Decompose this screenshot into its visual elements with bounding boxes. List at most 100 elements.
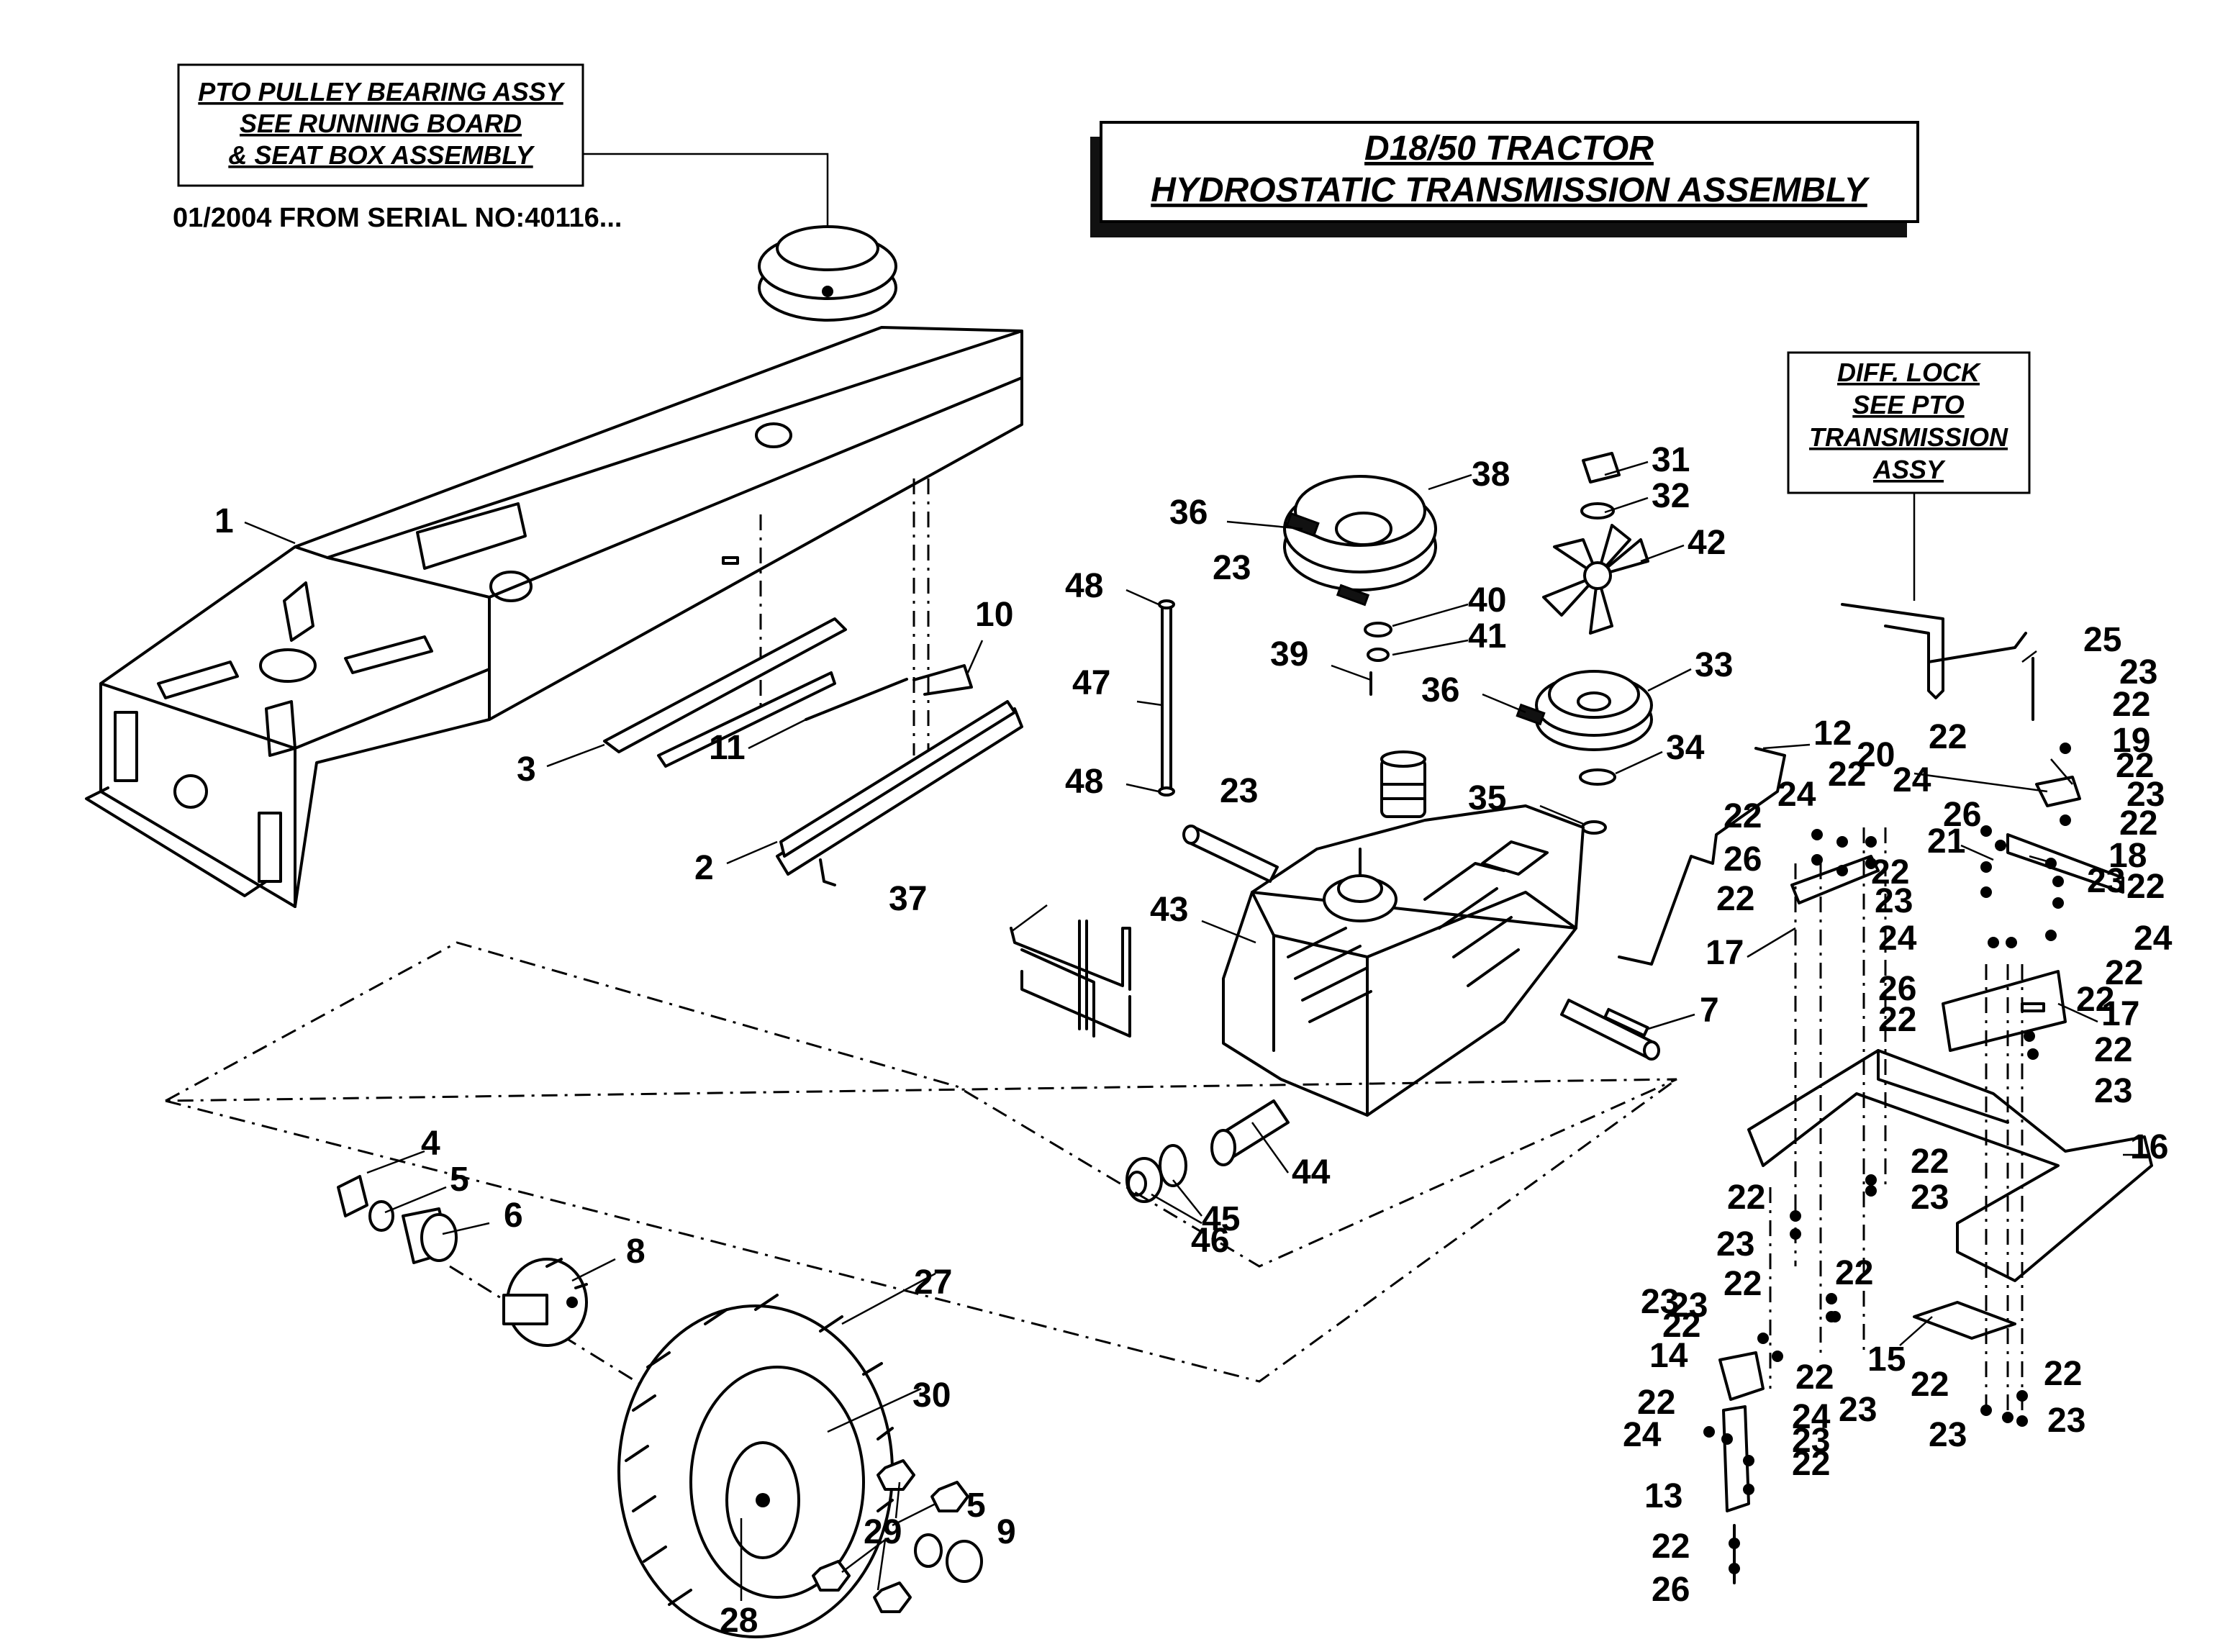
label-13: 13 [1644,1477,1682,1515]
label-17-right: 17 [2101,995,2139,1033]
label-22: 22 [1662,1307,1700,1345]
label-46: 46 [1191,1222,1229,1260]
label-42: 42 [1688,524,1726,562]
label-22: 22 [1929,718,1967,756]
label-4: 4 [421,1125,440,1163]
label-40: 40 [1468,581,1506,620]
label-33: 33 [1695,646,1733,684]
guard-16 [1747,1049,2153,1282]
label-19: 19 [2112,722,2150,760]
label-23: 23 [2094,1072,2132,1110]
label-6: 6 [504,1197,523,1235]
label-22: 22 [1835,1254,1873,1292]
label-24: 24 [1878,920,1917,958]
diff-lock-lever [1841,603,2034,721]
pto-note-leader [583,153,829,229]
washers-39-40-41 [1364,622,1392,696]
label-47: 47 [1072,664,1110,702]
label-23: 23 [1716,1225,1754,1263]
tire-and-rim [617,1294,894,1638]
plate-15 [1913,1301,2016,1340]
label-23: 23 [1911,1179,1949,1217]
label-34: 34 [1666,729,1705,767]
label-24: 24 [1623,1416,1662,1454]
label-22: 22 [1911,1143,1949,1181]
label-22: 22 [1716,880,1754,918]
label-leaders [244,460,2148,1601]
label-35: 35 [1468,779,1506,817]
label-48-lower: 48 [1065,763,1103,801]
label-22: 22 [1871,853,1909,891]
label-26: 26 [1723,840,1762,879]
label-22: 22 [2116,747,2154,785]
label-24: 24 [1792,1398,1831,1436]
label-22: 22 [2076,981,2114,1019]
transmission-unit [1182,750,1660,1117]
alignment-lines [1769,827,2024,1410]
label-23: 23 [2047,1402,2085,1440]
chassis-frame [85,225,1023,908]
pto-note-line2: SEE RUNNING BOARD [240,109,522,138]
brackets-17-18-19-20 [1790,776,2124,1052]
label-22: 22 [1723,1265,1762,1303]
label-8: 8 [626,1233,646,1271]
title-line2: HYDROSTATIC TRANSMISSION ASSEMBLY [1151,171,1870,209]
fan-and-nut [1542,452,1649,635]
pto-note-box: PTO PULLEY BEARING ASSY SEE RUNNING BOAR… [177,63,584,187]
label-26: 26 [1878,970,1916,1008]
brackets-13-14 [1718,1351,1765,1584]
label-36-lower: 36 [1421,671,1459,709]
wheel-assembly-boundary-lower [165,1078,1677,1383]
label-23: 23 [2126,776,2165,814]
frame-rails [603,617,1023,886]
label-18: 18 [2108,837,2147,875]
label-22: 22 [1828,755,1866,794]
label-23: 23 [1213,549,1251,587]
label-2: 2 [694,849,714,887]
pto-note-line1: PTO PULLEY BEARING ASSY [198,77,565,106]
diff-note-line4: ASSY [1872,455,1946,484]
label-31: 31 [1652,441,1690,479]
label-27: 27 [914,1263,952,1302]
label-16: 16 [2130,1128,2168,1166]
label-1: 1 [214,502,234,540]
upper-pulley [1283,475,1437,607]
label-23: 23 [1792,1422,1830,1460]
pto-note-line3: & SEAT BOX ASSEMBLY [228,140,535,170]
label-9: 9 [997,1513,1016,1551]
label-44: 44 [1292,1153,1331,1192]
label-45: 45 [1202,1200,1240,1238]
rod-47 [1158,599,1175,796]
filter-44-46 [1125,1099,1290,1203]
label-10: 10 [975,596,1013,634]
label-43: 43 [1150,891,1188,929]
label-22: 22 [2094,1031,2132,1069]
label-23: 23 [2087,862,2125,900]
label-32: 32 [1652,477,1690,515]
label-22: 22 [2105,954,2143,992]
label-24: 24 [2134,920,2173,958]
label-11: 11 [709,729,746,767]
label-37: 37 [889,880,927,918]
label-3: 3 [517,750,536,789]
label-23: 23 [2119,653,2157,691]
label-22: 22 [1727,1179,1765,1217]
label-25: 25 [2083,621,2121,659]
label-48-upper: 48 [1065,567,1103,605]
label-12: 12 [1813,714,1852,753]
label-15: 15 [1867,1340,1906,1379]
label-22: 22 [2044,1355,2082,1393]
label-20: 20 [1857,736,1895,774]
label-39: 39 [1270,635,1308,673]
label-17-left: 17 [1706,934,1744,972]
diff-note-line2: SEE PTO [1852,390,1964,419]
label-22: 22 [1723,797,1762,835]
label-30: 30 [912,1376,951,1415]
label-23: 23 [1929,1416,1967,1454]
rod-12 [1618,747,1786,966]
label-21: 21 [1927,822,1965,861]
label-24: 24 [1777,776,1816,814]
wheel-assembly-boundary [165,941,1677,1268]
